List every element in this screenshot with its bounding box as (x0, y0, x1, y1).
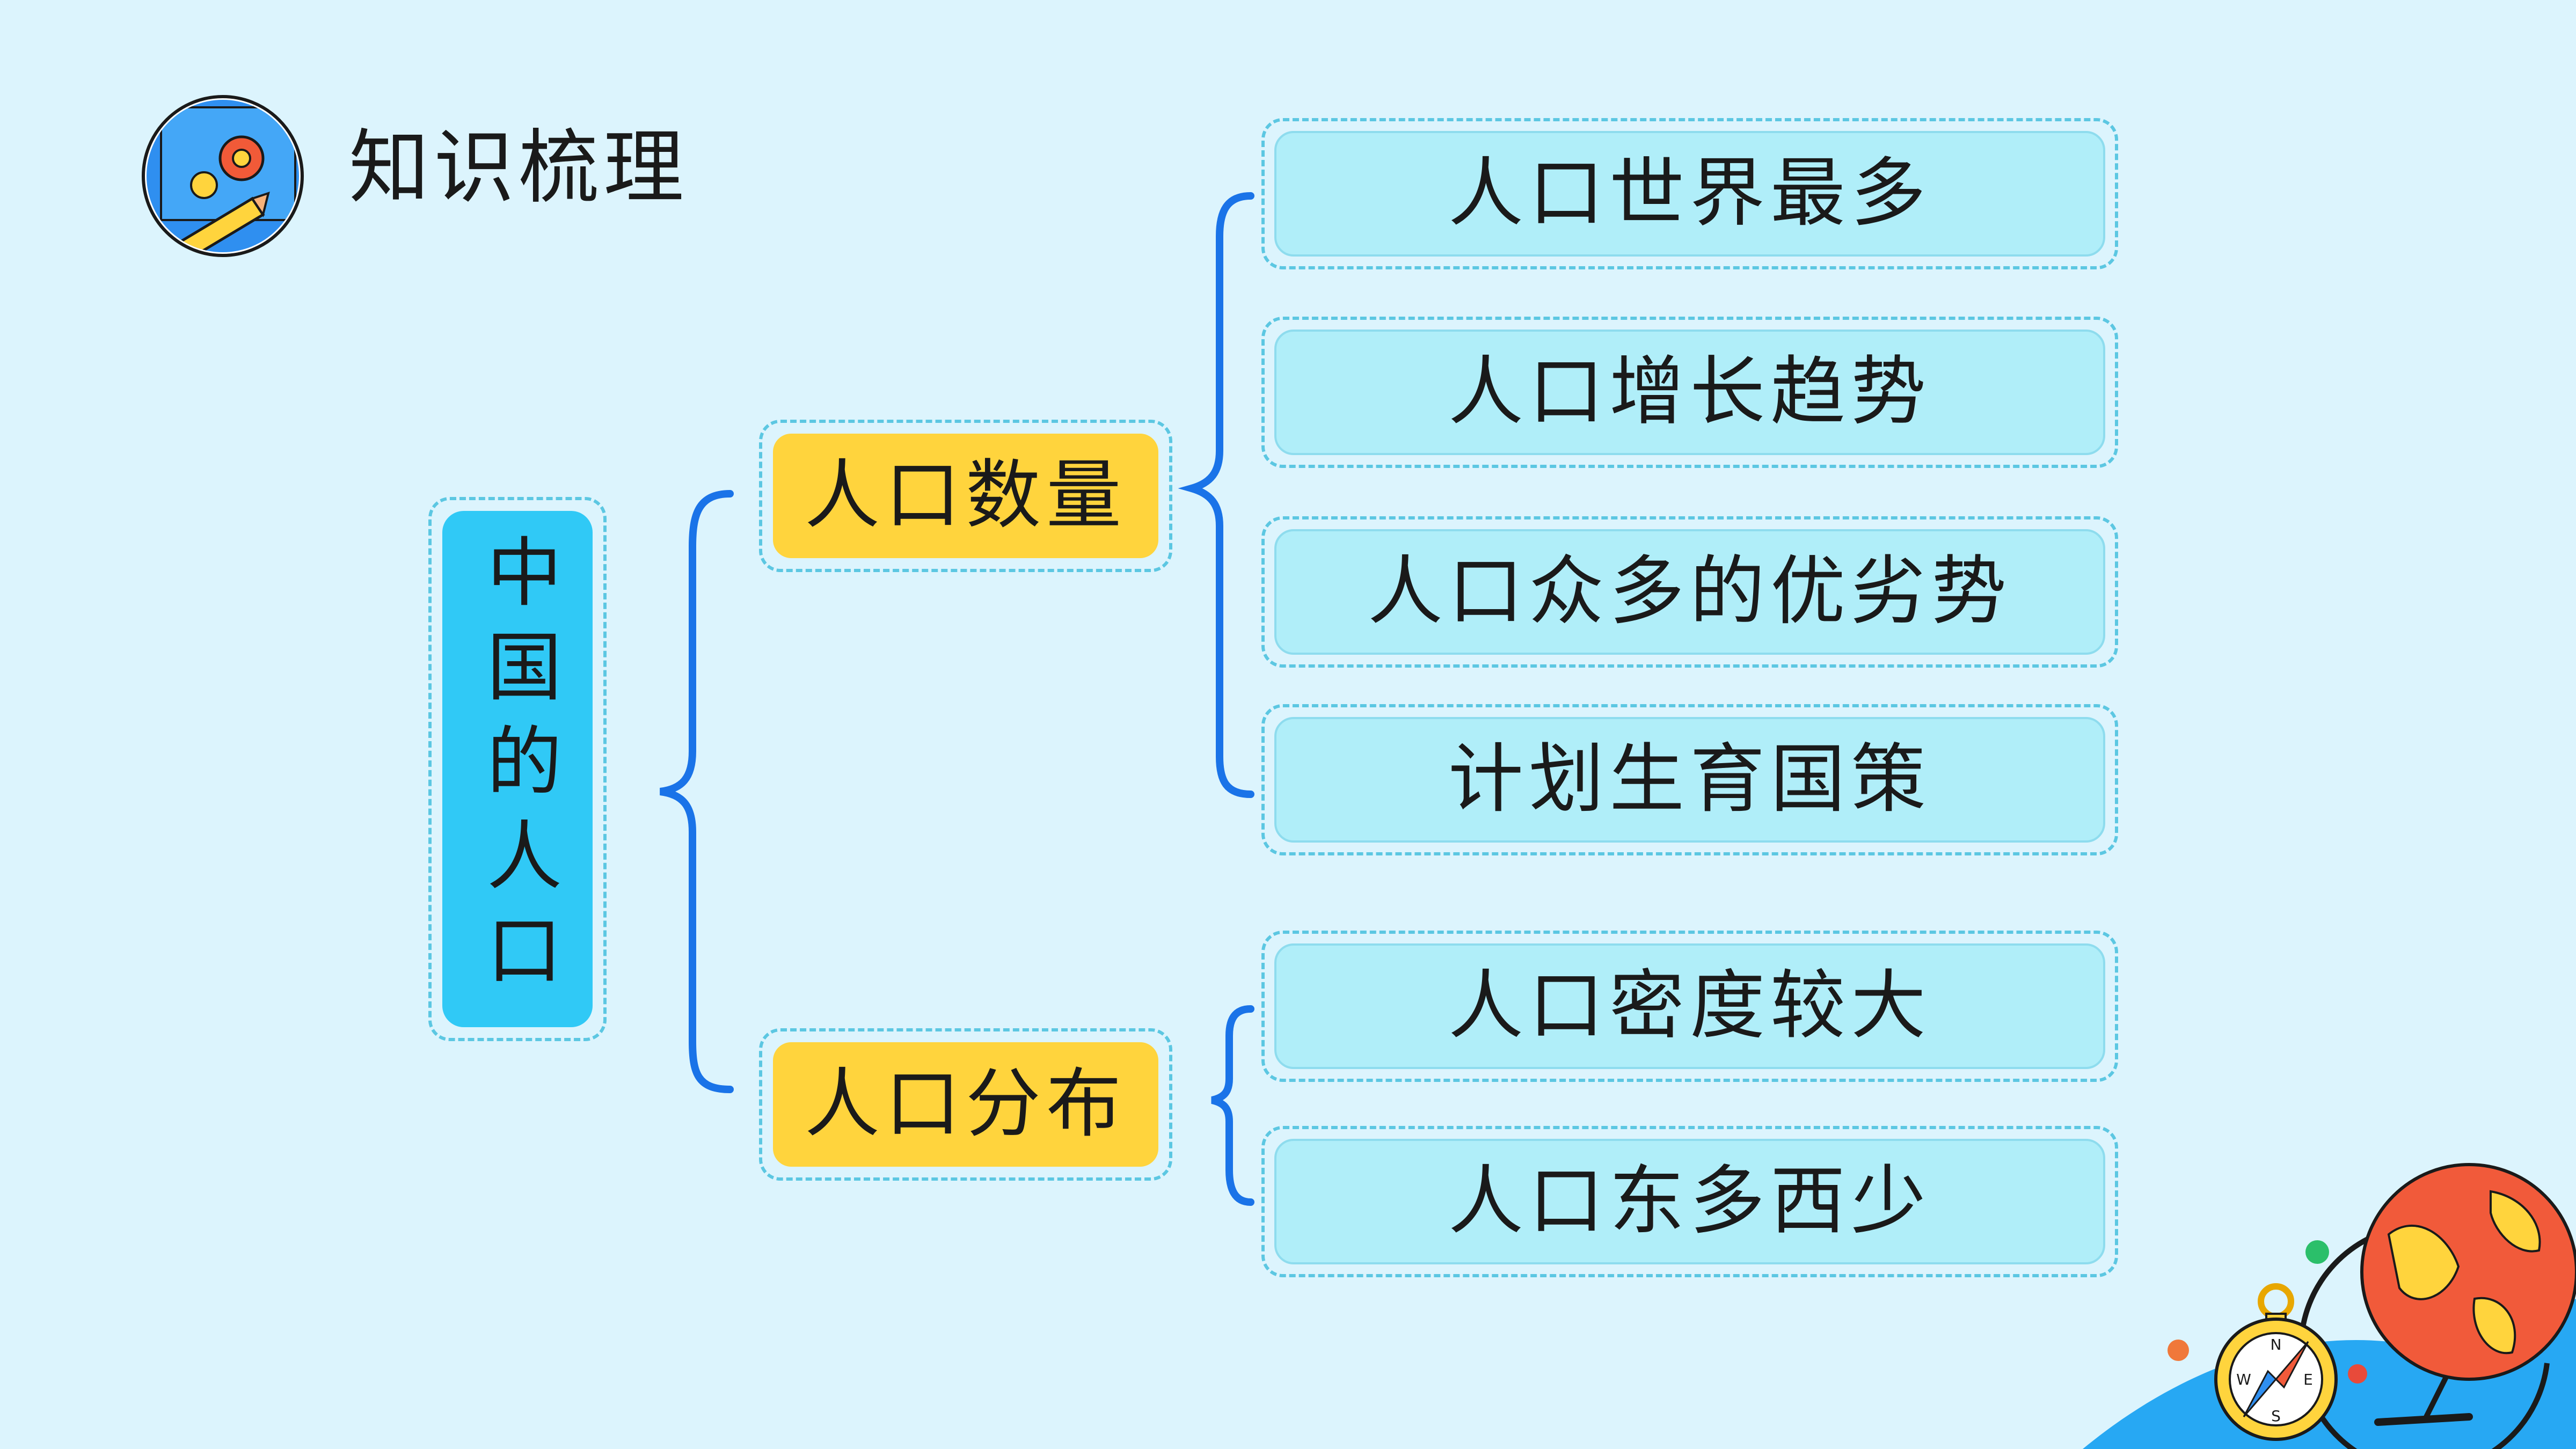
branch-node-fill: 人口数量 (773, 434, 1158, 558)
leaf-node: 人口密度较大 (1261, 931, 2118, 1082)
branch-node-population-distribution: 人口分布 (759, 1028, 1172, 1181)
root-bracket (659, 490, 734, 1093)
decor-dot-orange (2168, 1340, 2189, 1361)
leaf-node-fill: 人口世界最多 (1274, 131, 2105, 257)
compass-icon: N E S W (2214, 1283, 2338, 1441)
branch-bracket-1 (1178, 192, 1254, 798)
leaf-node: 人口世界最多 (1261, 118, 2118, 269)
leaf-node-fill: 人口东多西少 (1274, 1139, 2105, 1264)
leaf-node-fill: 计划生育国策 (1274, 717, 2105, 843)
page-title: 知识梳理 (349, 121, 689, 215)
branch-node-fill: 人口分布 (773, 1042, 1158, 1167)
leaf-node-label: 人口增长趋势 (1448, 348, 1931, 436)
globe-icon (2298, 1163, 2576, 1449)
branch-bracket-2 (1211, 1005, 1254, 1206)
root-node: 中国的人口 (428, 497, 607, 1041)
leaf-node-fill: 人口众多的优劣势 (1274, 529, 2105, 655)
bracket-lines (659, 192, 1254, 1206)
leaf-node-label: 人口东多西少 (1448, 1158, 1931, 1245)
compass-letter-e: E (2303, 1371, 2313, 1388)
branch-node-population-size: 人口数量 (759, 420, 1172, 572)
leaf-node-fill: 人口增长趋势 (1274, 330, 2105, 455)
leaf-node-label: 计划生育国策 (1448, 736, 1931, 823)
compass-letter-s: S (2271, 1407, 2281, 1425)
leaf-node: 计划生育国策 (1261, 704, 2118, 855)
root-node-label: 中国的人口 (474, 533, 561, 1005)
branch-node-label: 人口数量 (804, 452, 1127, 539)
root-node-fill: 中国的人口 (442, 511, 593, 1027)
gear-pencil-icon (142, 95, 304, 257)
leaf-node-label: 人口众多的优劣势 (1367, 548, 2012, 635)
decor-dot-green (2305, 1240, 2329, 1264)
leaf-node-label: 人口密度较大 (1448, 962, 1931, 1050)
compass-letter-w: W (2236, 1371, 2251, 1388)
leaf-node: 人口众多的优劣势 (1261, 516, 2118, 668)
branch-node-label: 人口分布 (804, 1060, 1127, 1148)
leaf-node-fill: 人口密度较大 (1274, 943, 2105, 1069)
leaf-node: 人口增长趋势 (1261, 317, 2118, 468)
leaf-node-label: 人口世界最多 (1448, 150, 1931, 237)
leaf-node: 人口东多西少 (1261, 1126, 2118, 1277)
compass-letter-n: N (2271, 1336, 2282, 1353)
decor-dot-red (2348, 1364, 2367, 1384)
